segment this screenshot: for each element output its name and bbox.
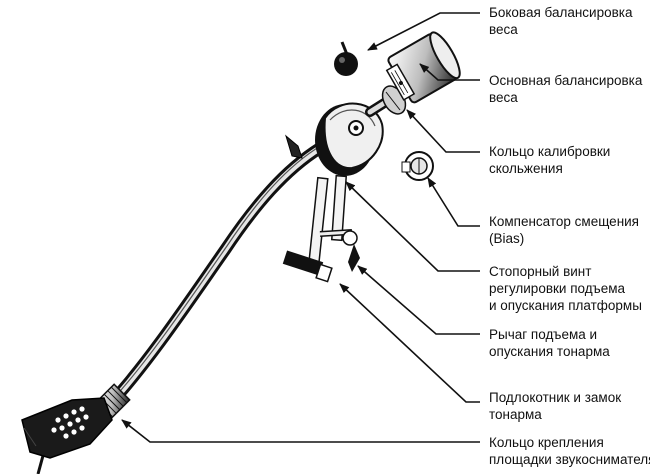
label-main-balance: Основная балансировка веса: [489, 72, 642, 106]
label-line: Основная балансировка: [489, 73, 643, 88]
callout-armrest: [339, 283, 480, 403]
label-line: опускания тонарма: [489, 344, 610, 359]
label-line: Стопорный винт: [489, 264, 592, 279]
label-line: веса: [489, 90, 518, 105]
callout-side-balance: [367, 12, 480, 51]
label-line: Подлокотник и замок: [489, 390, 622, 405]
label-bias: Компенсатор смещения (Bias): [489, 213, 639, 247]
headshell: [21, 397, 113, 459]
label-line: площадки звукоснимателя: [489, 452, 650, 467]
callout-lift-lever: [357, 265, 480, 335]
label-line: и опускания платформы: [489, 298, 642, 313]
label-line: Кольцо калибровки: [489, 144, 611, 159]
label-line: скольжения: [489, 161, 563, 176]
label-line: Боковая балансировка: [489, 5, 633, 20]
armrest-lock: [282, 250, 333, 283]
lift-lever: [319, 229, 360, 272]
label-armrest: Подлокотник и замок тонарма: [489, 389, 621, 423]
arm-tube-highlight: [109, 145, 323, 405]
label-line: регулировки подъема: [489, 281, 626, 296]
armrest-post: [307, 174, 348, 272]
label-ring-cal: Кольцо калибровки скольжения: [489, 143, 610, 177]
label-head-ring: Кольцо крепления площадки звукоснимателя: [489, 434, 650, 468]
label-line: (Bias): [489, 231, 525, 246]
label-line: веса: [489, 22, 518, 37]
side-balance-weight: [334, 41, 358, 76]
bias-dial: [401, 151, 434, 181]
callout-head-ring: [121, 419, 480, 443]
label-stop-screw: Стопорный винт регулировки подъема и опу…: [489, 263, 642, 314]
callout-ring-cal: [406, 109, 480, 153]
callout-bias: [427, 177, 480, 227]
label-line: Компенсатор смещения: [489, 214, 639, 229]
label-side-balance: Боковая балансировка веса: [489, 4, 632, 38]
pivot-housing: [315, 102, 384, 176]
label-line: Кольцо крепления: [489, 435, 604, 450]
label-line: Рычаг подъема и: [489, 327, 598, 342]
lever-rest: [285, 134, 303, 159]
callout-stop-screw: [345, 181, 480, 272]
callout-main-balance: [419, 63, 480, 81]
label-line: тонарма: [489, 407, 542, 422]
label-lift-lever: Рычаг подъема и опускания тонарма: [489, 326, 610, 360]
